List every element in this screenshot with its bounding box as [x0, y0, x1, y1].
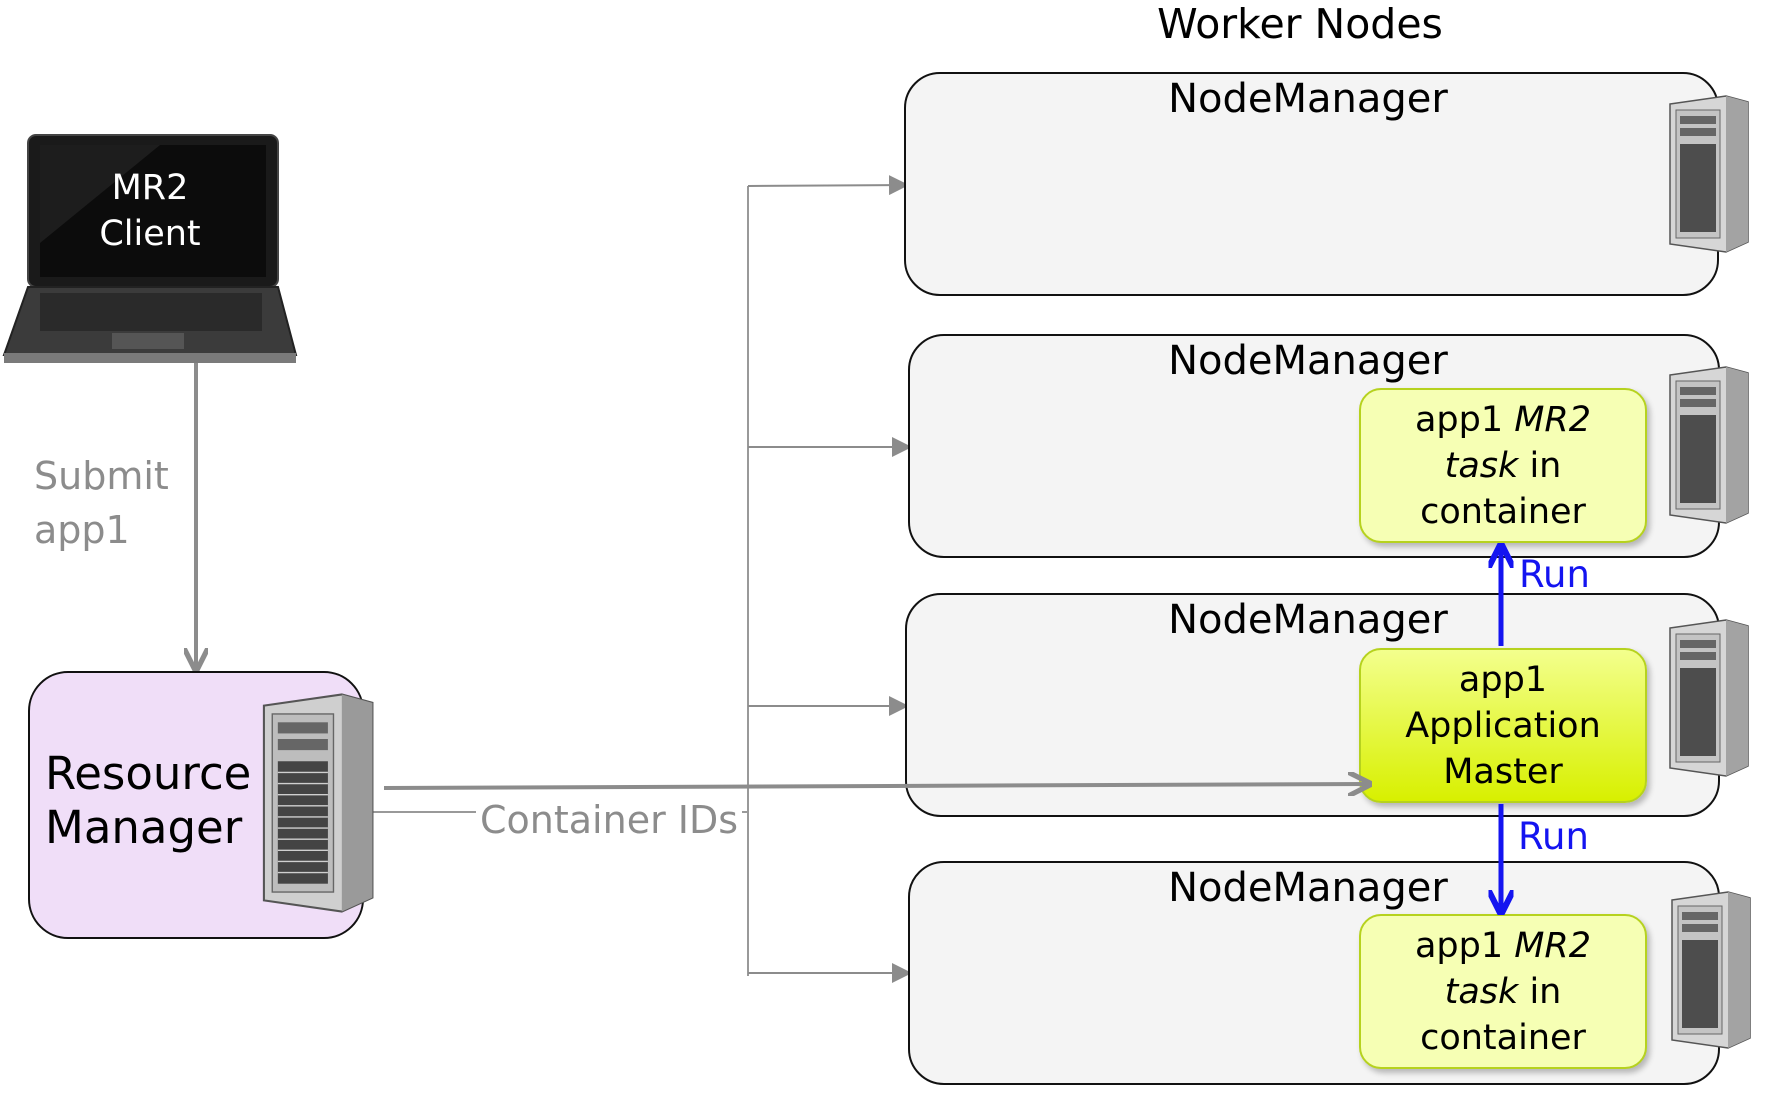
task-top-line-2: task in [1445, 443, 1562, 489]
task-top-line-1: app1 MR2 [1415, 397, 1591, 443]
submit-label: Submit app1 [34, 449, 169, 557]
client-line-2: Client [99, 214, 201, 254]
branch-arrow-node1 [747, 175, 909, 196]
master-line-1: app1 [1458, 659, 1548, 700]
master-line-2: Application [1405, 705, 1601, 746]
task-top-line-3: container [1420, 491, 1586, 532]
server-icon [1671, 891, 1751, 1049]
task-top-mr2: MR2 [1514, 399, 1592, 440]
node-manager-4-label: NodeManager [1168, 865, 1448, 911]
mr2-client-label: MR2 Client [60, 165, 240, 257]
run-label-upper: Run [1519, 553, 1590, 596]
node-manager-3-label: NodeManager [1168, 597, 1448, 643]
master-line-3: Master [1443, 751, 1563, 792]
rm-line-1: Resource [45, 747, 252, 800]
task-bottom-app: app1 [1414, 925, 1515, 966]
task-bottom-line-2: task in [1445, 969, 1562, 1015]
node-manager-2-label: NodeManager [1168, 338, 1448, 384]
task-bottom-task: task [1444, 971, 1519, 1012]
client-line-1: MR2 [111, 168, 189, 208]
node-manager-1-label: NodeManager [1168, 76, 1448, 122]
submit-line-1: Submit [34, 454, 169, 498]
task-top-in: in [1518, 445, 1562, 486]
task-top-task: task [1444, 445, 1519, 486]
task-bottom-in: in [1518, 971, 1562, 1012]
task-container-top: app1 MR2 task in container [1359, 388, 1647, 543]
application-master-container: app1 Application Master [1359, 648, 1647, 803]
run-label-lower: Run [1518, 815, 1589, 858]
task-top-app: app1 [1414, 399, 1515, 440]
resource-manager-label: Resource Manager [45, 747, 251, 855]
node-manager-1: NodeManager [904, 72, 1719, 296]
submit-line-2: app1 [34, 508, 130, 552]
server-icon [1669, 619, 1749, 777]
task-container-bottom: app1 MR2 task in container [1359, 914, 1647, 1069]
rm-line-2: Manager [45, 801, 243, 854]
task-bottom-mr2: MR2 [1514, 925, 1592, 966]
worker-nodes-title: Worker Nodes [1157, 0, 1443, 48]
laptop-icon [2, 134, 298, 363]
server-icon [262, 693, 374, 913]
server-icon [1669, 366, 1749, 524]
task-bottom-line-3: container [1420, 1017, 1586, 1058]
server-icon [1669, 95, 1749, 253]
container-ids-label: Container IDs [476, 793, 743, 847]
task-bottom-line-1: app1 MR2 [1415, 923, 1591, 969]
